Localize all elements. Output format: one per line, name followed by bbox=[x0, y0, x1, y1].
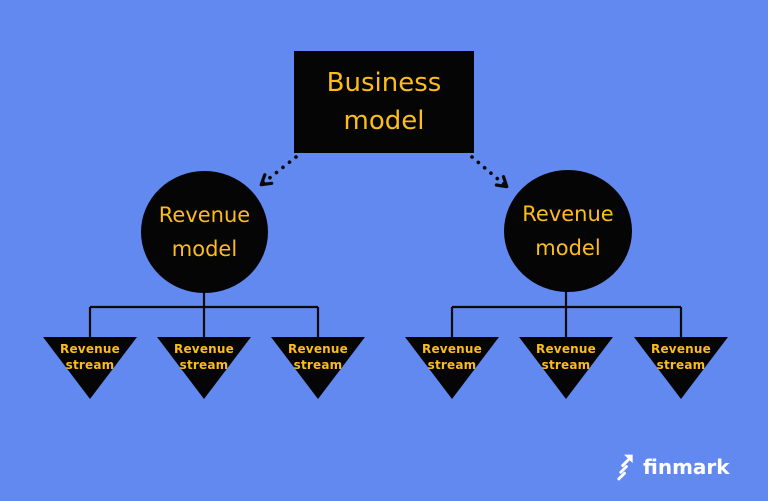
revenue-model-label-line2: model bbox=[535, 236, 601, 260]
revenue-stream-label-line2: stream bbox=[541, 358, 591, 372]
revenue-stream-label-line2: stream bbox=[179, 358, 229, 372]
revenue-stream-node: Revenue stream bbox=[634, 337, 728, 399]
revenue-stream-label-line2: stream bbox=[65, 358, 115, 372]
revenue-stream-label-line1: Revenue bbox=[174, 342, 234, 356]
revenue-stream-label-line1: Revenue bbox=[288, 342, 348, 356]
revenue-stream-label-line2: stream bbox=[656, 358, 706, 372]
revenue-model-label-line1: Revenue bbox=[522, 202, 614, 226]
tree-connector-left bbox=[88, 292, 320, 339]
growth-arrow-icon bbox=[617, 454, 633, 481]
revenue-stream-node: Revenue stream bbox=[519, 337, 613, 399]
business-model-label-line2: model bbox=[343, 106, 425, 136]
revenue-stream-label-line2: stream bbox=[427, 358, 477, 372]
revenue-model-node-left: Revenue model bbox=[141, 171, 268, 293]
revenue-model-node-right: Revenue model bbox=[504, 170, 632, 292]
business-model-node: Business model bbox=[294, 51, 474, 153]
revenue-stream-label-line1: Revenue bbox=[60, 342, 120, 356]
revenue-stream-label-line1: Revenue bbox=[536, 342, 596, 356]
finmark-logo: finmark bbox=[615, 451, 730, 483]
revenue-stream-node: Revenue stream bbox=[157, 337, 251, 399]
revenue-stream-node: Revenue stream bbox=[405, 337, 499, 399]
revenue-model-label-line1: Revenue bbox=[158, 203, 251, 227]
finmark-logo-text: finmark bbox=[643, 455, 730, 479]
revenue-stream-label-line2: stream bbox=[293, 358, 343, 372]
revenue-stream-node: Revenue stream bbox=[43, 337, 137, 399]
revenue-stream-label-line1: Revenue bbox=[651, 342, 711, 356]
tree-connector-right bbox=[450, 291, 683, 338]
revenue-model-label-line2: model bbox=[171, 237, 238, 261]
dotted-arrow-left bbox=[259, 155, 298, 187]
business-model-label-line1: Business bbox=[326, 68, 442, 98]
revenue-stream-label-line1: Revenue bbox=[422, 342, 482, 356]
dotted-arrow-right bbox=[470, 155, 509, 189]
revenue-stream-node: Revenue stream bbox=[271, 337, 365, 399]
